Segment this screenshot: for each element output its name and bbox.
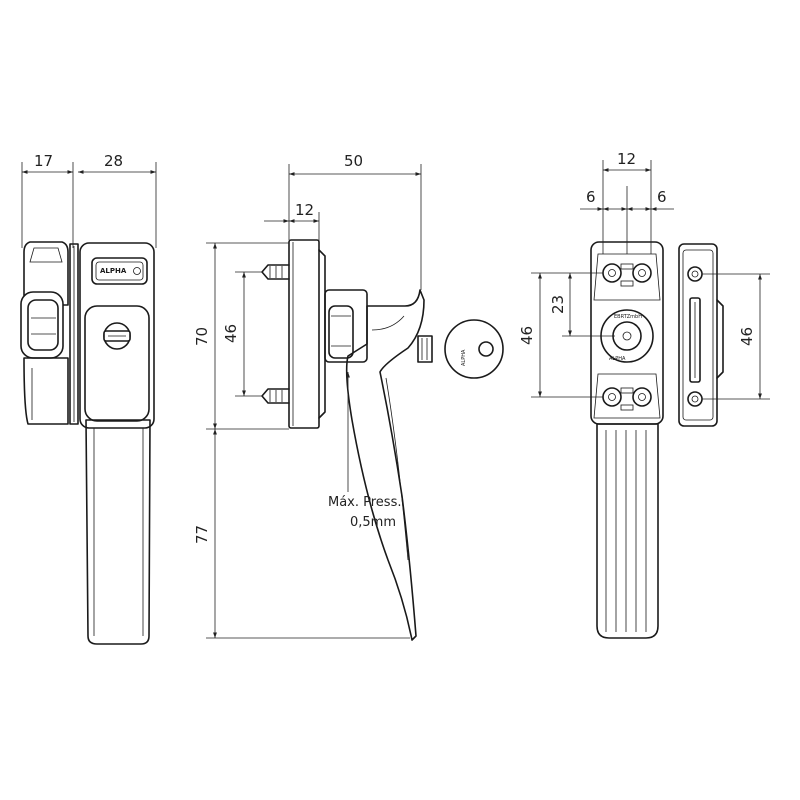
dim-rear-width: 12 (617, 150, 636, 168)
dim-screw-spacing: 46 (222, 324, 240, 343)
brand-logo-text: ALPHA (100, 267, 127, 275)
front-view: ALPHA (79, 242, 155, 645)
key-brand-text: ALPHA (461, 349, 467, 366)
rear-view: EBRTZmbH ALPHA (590, 241, 664, 639)
end-view (678, 243, 724, 427)
dimension-lines (21, 160, 770, 639)
dim-rear-hole-spacing-left: 46 (518, 326, 536, 345)
profile-view: ALPHA Máx. Press. 0,5mm (261, 239, 504, 641)
rear-hole-bottom (602, 387, 652, 411)
dim-rear-hole-spacing-right: 46 (738, 327, 756, 346)
rear-marking-1: EBRTZmbH (614, 314, 642, 320)
dim-base-thickness: 12 (295, 201, 314, 219)
pressure-note-line1: Máx. Press. (328, 495, 402, 510)
rear-marking-2: ALPHA (609, 356, 626, 362)
dim-side-width: 17 (34, 152, 53, 170)
dim-projection: 50 (344, 152, 363, 170)
dim-rear-half-left: 6 (586, 188, 596, 206)
dim-rear-center-offset: 23 (549, 295, 567, 314)
dim-base-height: 70 (193, 327, 211, 346)
dimension-labels: 17 28 50 12 70 46 77 12 6 6 46 23 46 (34, 150, 756, 544)
side-view (20, 241, 79, 425)
pressure-note-line2: 0,5mm (350, 515, 396, 530)
dim-front-width: 28 (104, 152, 123, 170)
dim-lever-length: 77 (193, 525, 211, 544)
rear-hole-top (602, 263, 652, 287)
dim-rear-half-right: 6 (657, 188, 667, 206)
